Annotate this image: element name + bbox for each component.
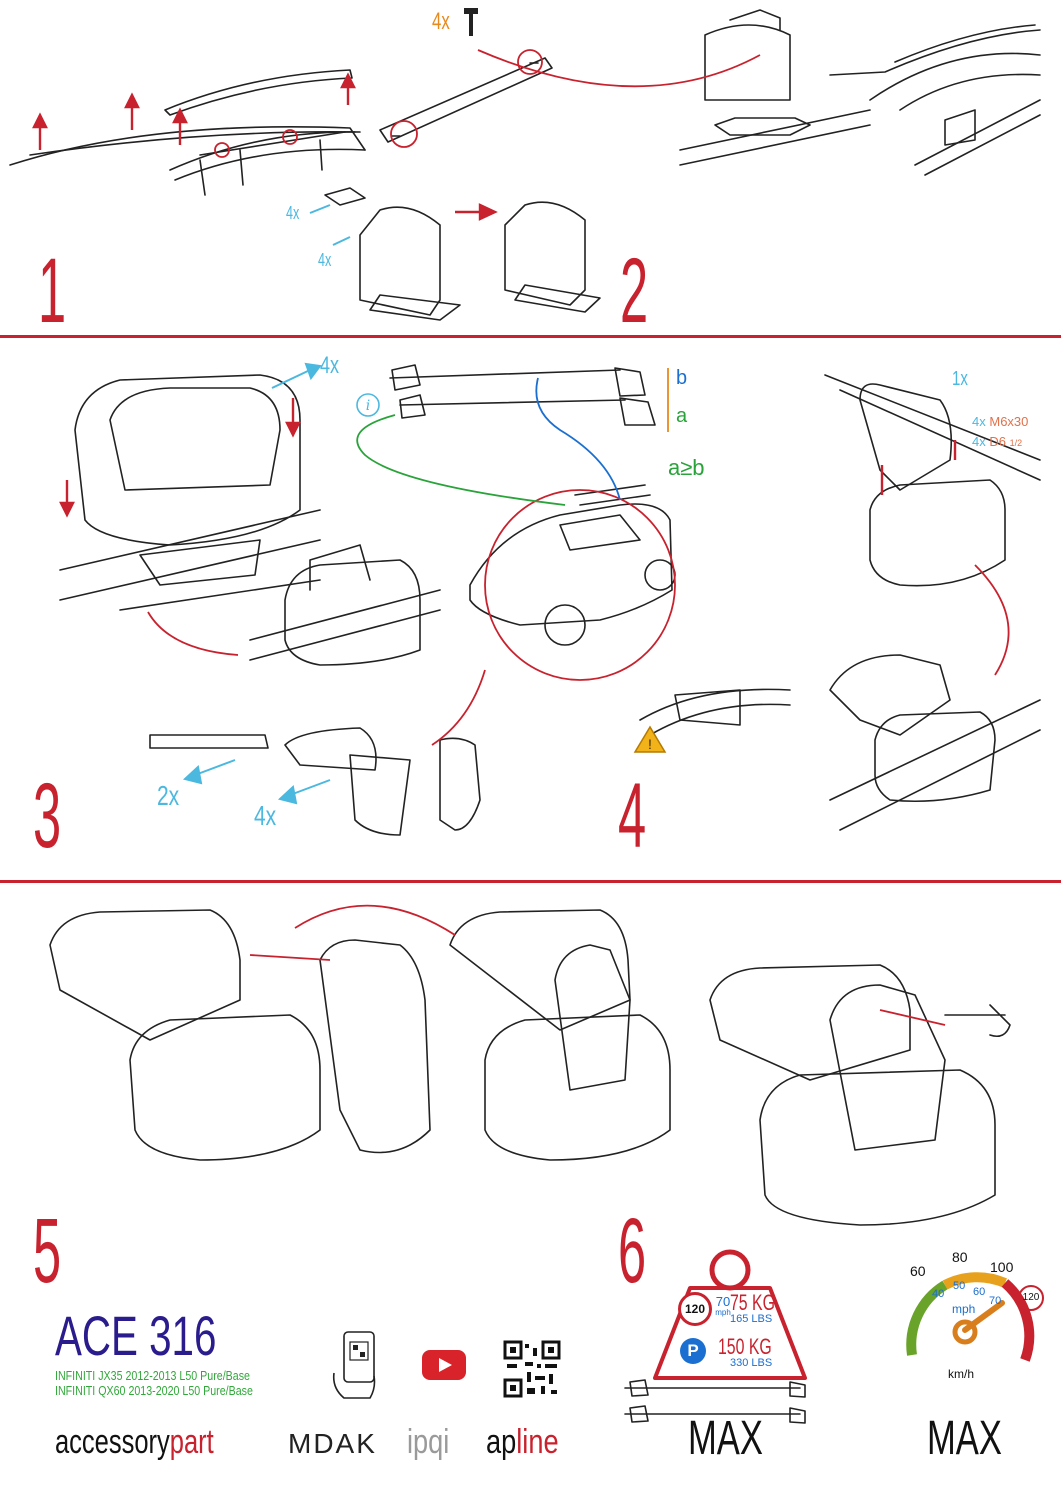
speedo-mph: mph <box>952 1302 976 1316</box>
svg-text:i: i <box>366 398 370 414</box>
qty-clip: 4x <box>286 203 300 223</box>
vehicle-drawing <box>469 484 676 646</box>
speedo-unit: km/h <box>948 1367 975 1381</box>
dynamic-load-lbs: 165 LBS <box>730 1314 772 1325</box>
step-number-2: 2 <box>620 240 649 342</box>
dynamic-load-kg: 75 KG <box>730 1290 775 1315</box>
speedo-tick-100: 100 <box>990 1259 1014 1275</box>
youtube-icon[interactable] <box>422 1350 466 1380</box>
speedo-inner-50: 50 <box>953 1280 966 1292</box>
speedo-limit-sign: 120 <box>1018 1285 1044 1311</box>
blue-arrows <box>182 204 351 805</box>
washer-spec-row: 4x D6 1/2 <box>972 434 1022 449</box>
step-number-6: 6 <box>618 1200 647 1302</box>
info-icon: i <box>356 393 380 417</box>
brand-apline: apline <box>486 1425 559 1459</box>
speed-limit-value: 120 <box>684 1302 706 1316</box>
red-curves <box>147 49 1010 1026</box>
mount-bar-drawing <box>379 57 553 143</box>
static-load-lbs: 330 LBS <box>730 1358 772 1369</box>
speedo-tick-80: 80 <box>952 1249 968 1265</box>
product-code: ACE 316 <box>55 1304 217 1367</box>
qty-tool: 1x <box>952 368 968 390</box>
clamp-drawing <box>679 9 871 166</box>
speedo-inner-40: 40 <box>932 1288 945 1300</box>
parking-sign-text: P <box>687 1341 699 1360</box>
measure-rule-text: a≥b <box>668 455 705 480</box>
brand-accessorypart: accessorypart <box>55 1425 214 1459</box>
brand-ipqi: ipqi <box>407 1423 450 1461</box>
washer-spec: D6 <box>989 434 1010 449</box>
dynamic-speed: 70 mph <box>710 1295 736 1317</box>
static-load-kg: 150 KG <box>718 1334 772 1359</box>
speedo-inner-70: 70 <box>989 1295 1002 1307</box>
brand-accessorypart-a: accessory <box>55 1423 170 1461</box>
section-divider <box>0 880 1061 883</box>
qty-side-cover: 4x <box>254 800 277 831</box>
bolt-spec-row: 4x M6x30 <box>972 414 1028 429</box>
measure-label-b: b <box>676 367 688 389</box>
foot-assembled-drawing <box>249 544 441 666</box>
fitment-line-2: INFINITI QX60 2013-2020 L50 Pure/Base <box>55 1383 253 1398</box>
rail-cap-drawing <box>829 24 1041 176</box>
qty-foot-cover: 4x <box>320 352 340 379</box>
max-speed-label: MAX <box>927 1412 1002 1465</box>
red-arrows <box>32 72 957 518</box>
static-lbs-unit: LBS <box>751 1357 773 1369</box>
foot-final-drawing <box>709 964 1011 1226</box>
bolt-icon <box>464 8 478 36</box>
qty-washer: 4x <box>972 434 986 449</box>
qr-code-icon[interactable] <box>503 1340 561 1398</box>
speed-limit-sign: 120 <box>678 1292 712 1326</box>
brand-apline-a: ap <box>486 1423 517 1461</box>
max-load-label: MAX <box>688 1412 763 1465</box>
phone-scan-icon <box>330 1328 390 1403</box>
measure-label-a: a <box>676 405 688 427</box>
foot-base-drawing <box>59 374 321 611</box>
qty-end-cap: 2x <box>157 780 180 811</box>
dynamic-lbs-unit: LBS <box>751 1313 773 1325</box>
dynamic-lbs-value: 165 <box>730 1313 749 1325</box>
washer-sub: 1/2 <box>1009 438 1023 448</box>
brand-apline-b: line <box>516 1423 559 1461</box>
qty-bracket: 4x <box>318 250 332 270</box>
brand-mdak: MDAK <box>288 1428 377 1459</box>
bolt-spec: M6x30 <box>989 414 1029 429</box>
fitment-line-1: INFINITI JX35 2012-2013 L50 Pure/Base <box>55 1368 250 1383</box>
max-load-badge: 120 70 mph 75 KG 165 LBS P 150 KG 330 LB… <box>650 1248 810 1383</box>
step-number-4: 4 <box>618 765 647 867</box>
speedo-limit-value: 120 <box>1022 1292 1040 1303</box>
crossbar-pair-drawing <box>389 364 656 426</box>
measure-rule: a≥b <box>668 455 705 481</box>
dynamic-speed-value: 70 <box>715 1294 731 1309</box>
roof-rail-removal-drawing <box>9 69 366 196</box>
speedo-inner-60: 60 <box>973 1286 986 1298</box>
speedometer: 60 80 100 40 50 60 70 mph 120 km/h <box>890 1245 1050 1385</box>
measure-lines <box>356 368 669 506</box>
section-divider <box>0 335 1061 338</box>
svg-text:!: ! <box>648 736 652 752</box>
step-number-1: 1 <box>38 240 67 342</box>
warning-triangle-icon: ! <box>633 725 667 753</box>
brand-accessorypart-b: part <box>169 1423 214 1461</box>
roof-mount-drawing <box>639 688 791 736</box>
bracket-drawing <box>324 187 601 321</box>
crossbar-small-drawing <box>624 1379 806 1424</box>
parking-sign-icon: P <box>680 1338 706 1364</box>
speedo-tick-60: 60 <box>910 1263 926 1279</box>
step-number-5: 5 <box>33 1200 62 1302</box>
step-number-3: 3 <box>33 765 62 867</box>
qty-bolt-right: 4x <box>972 414 986 429</box>
foot-bolting-drawing <box>824 374 1041 831</box>
qty-bolt: 4x <box>432 8 450 35</box>
static-lbs-value: 330 <box>730 1357 749 1369</box>
dynamic-speed-unit: mph <box>715 1308 731 1317</box>
foot-lock-step-drawing <box>49 909 671 1161</box>
bar-end-drawing <box>149 727 481 836</box>
